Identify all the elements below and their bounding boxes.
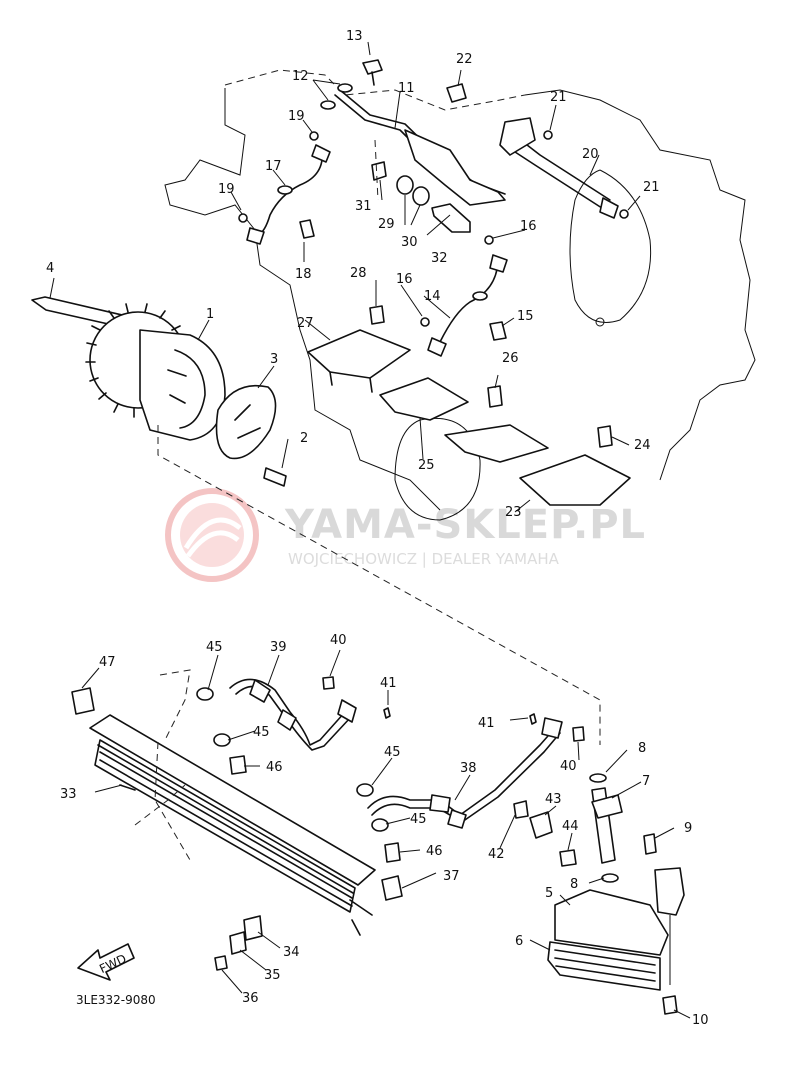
callout-2: 2: [300, 431, 308, 446]
callout-12: 12: [292, 69, 309, 84]
baffle-plate-25a: [379, 377, 469, 421]
callout-45c: 45: [384, 745, 401, 760]
oil-cooler-33: [89, 714, 376, 886]
callout-26: 26: [502, 351, 519, 366]
fwd-label: FWD: [97, 952, 128, 977]
callout-34: 34: [283, 945, 300, 960]
callout-9: 9: [684, 821, 692, 836]
callout-45b: 45: [253, 725, 270, 740]
callout-6: 6: [515, 934, 523, 949]
callout-16b: 16: [396, 272, 413, 287]
callout-27: 27: [297, 316, 314, 331]
callout-17: 17: [265, 159, 282, 174]
callout-40a: 40: [330, 633, 347, 648]
relief-valve-32: [431, 203, 471, 233]
oil-cooler-assembly: [71, 669, 685, 1015]
callout-labels: 1 2 3 4 5 6 7 8 8 9 10 11 12 13 14 15 16…: [46, 29, 709, 1028]
callout-10: 10: [692, 1013, 709, 1028]
callout-38: 38: [460, 761, 477, 776]
upper-oil-pipes: [238, 59, 631, 506]
callout-40b: 40: [560, 759, 577, 774]
dowel-pin-2: [263, 467, 287, 487]
pipe-union-20: [499, 117, 536, 156]
callout-22: 22: [456, 52, 473, 67]
callout-32: 32: [431, 251, 448, 266]
callout-19b: 19: [218, 182, 235, 197]
callout-19a: 19: [288, 109, 305, 124]
diagram-code: 3LE332-9080: [76, 993, 156, 1007]
callout-13: 13: [346, 29, 363, 44]
callout-7: 7: [642, 774, 650, 789]
washer-12a: [337, 83, 353, 93]
pump-cover-3: [215, 385, 277, 460]
callout-4: 4: [46, 261, 54, 276]
callout-25: 25: [418, 458, 435, 473]
callout-39: 39: [270, 640, 287, 655]
callout-20: 20: [582, 147, 599, 162]
watermark-logo: [165, 488, 259, 582]
fwd-arrow: FWD: [77, 943, 135, 981]
pump-body-1: [139, 329, 226, 441]
callout-46b: 46: [426, 844, 443, 859]
callout-14: 14: [424, 289, 441, 304]
callout-31: 31: [355, 199, 372, 214]
callout-29: 29: [378, 217, 395, 232]
callout-33: 33: [60, 787, 77, 802]
baffle-plate-23: [519, 454, 631, 506]
watermark-subtitle: WOJCIECHOWICZ | DEALER YAMAHA: [288, 550, 560, 568]
engine-block-outline: [164, 69, 756, 521]
callout-44: 44: [562, 819, 579, 834]
callout-21b: 21: [643, 180, 660, 195]
callout-41a: 41: [380, 676, 397, 691]
callout-41b: 41: [478, 716, 495, 731]
callout-36: 36: [242, 991, 259, 1006]
callout-16a: 16: [520, 219, 537, 234]
oil-pump-assembly: [31, 296, 287, 487]
baffle-plate-25b: [444, 424, 549, 463]
leader-lines: [49, 41, 691, 1019]
baffle-plate-27: [307, 329, 411, 379]
callout-5: 5: [545, 886, 553, 901]
washer-12b: [320, 100, 336, 110]
callout-43: 43: [545, 792, 562, 807]
watermark-title: YAMA-SKLEP.PL: [284, 502, 646, 548]
callout-35: 35: [264, 968, 281, 983]
callout-11: 11: [398, 81, 415, 96]
callout-42: 42: [488, 847, 505, 862]
callout-21a: 21: [550, 90, 567, 105]
pipe-bracket-11: [404, 129, 506, 206]
callout-15: 15: [517, 309, 534, 324]
callout-23: 23: [505, 505, 522, 520]
watermark: YAMA-SKLEP.PL WOJCIECHOWICZ | DEALER YAM…: [165, 488, 646, 582]
callout-28: 28: [350, 266, 367, 281]
callout-24: 24: [634, 438, 651, 453]
callout-46a: 46: [266, 760, 283, 775]
callout-45a: 45: [206, 640, 223, 655]
callout-30: 30: [401, 235, 418, 250]
callout-18: 18: [295, 267, 312, 282]
callout-8b: 8: [570, 877, 578, 892]
callout-45d: 45: [410, 812, 427, 827]
callout-3: 3: [270, 352, 278, 367]
callout-47: 47: [99, 655, 116, 670]
oil-filter-cover-5: [554, 889, 669, 956]
callout-8a: 8: [638, 741, 646, 756]
callout-1: 1: [206, 307, 214, 322]
callout-37: 37: [443, 869, 460, 884]
